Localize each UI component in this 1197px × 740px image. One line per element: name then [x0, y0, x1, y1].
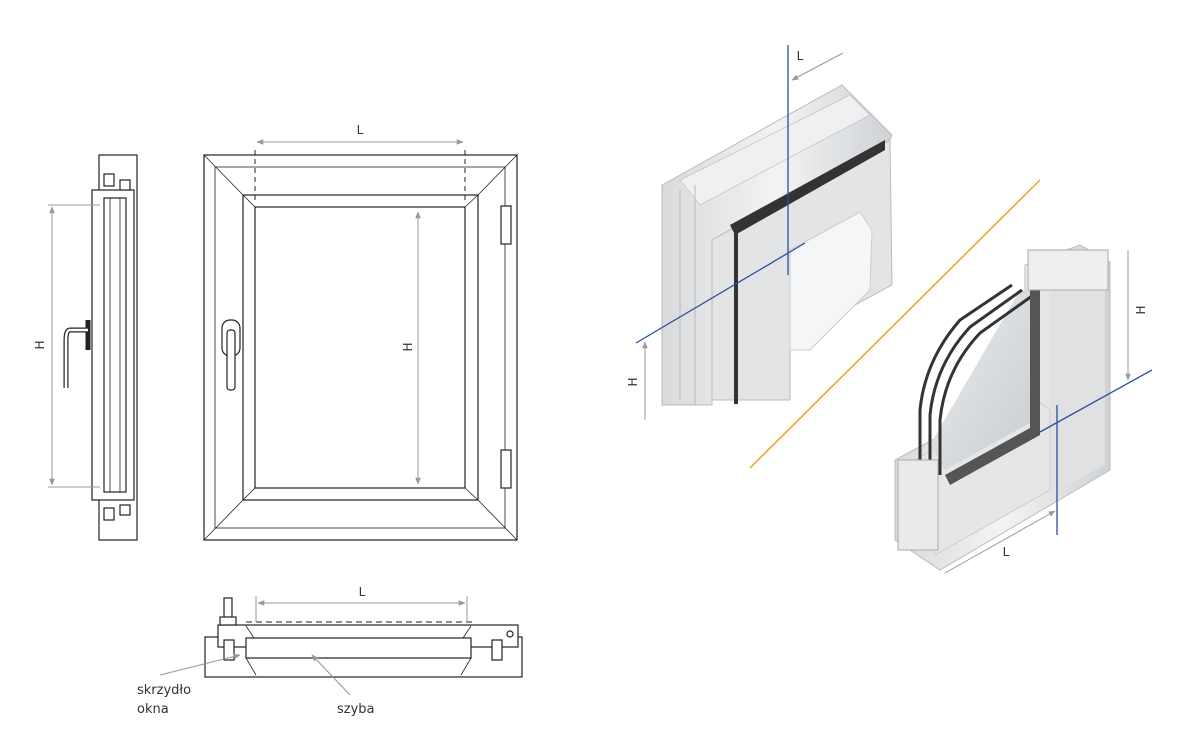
height-label: H [626, 377, 640, 386]
sash-callout-line2: okna [137, 702, 169, 717]
width-label: L [797, 49, 804, 63]
hinge-bottom [500, 449, 512, 489]
front-view: L H [203, 123, 518, 541]
height-label: H [401, 342, 415, 351]
sash-callout-arrow [159, 653, 241, 676]
height-label: H [1134, 305, 1148, 314]
glass-pane [103, 197, 127, 493]
cut-line-horizontal [1039, 369, 1153, 433]
divider-line [749, 179, 1041, 469]
glass-callout: szyba [337, 702, 375, 717]
width-label: L [1003, 545, 1010, 559]
handle-icon [221, 319, 241, 391]
height-label: H [33, 340, 47, 349]
glass [254, 206, 466, 489]
iso-frame-section: L H [626, 45, 893, 420]
hinge-top [500, 205, 512, 245]
sash-callout-line1: skrzydło [137, 683, 191, 698]
width-label: L [359, 585, 366, 599]
cut-line-horizontal [635, 242, 806, 344]
side-section: H [33, 154, 138, 541]
width-label: L [357, 123, 364, 137]
handle-stub [223, 597, 233, 619]
iso-window-section: H L [894, 244, 1153, 574]
glass-callout-arrow [311, 654, 351, 696]
horizontal-section: L skrzydło okna szyba [137, 585, 523, 717]
glass [245, 637, 472, 659]
width-dimension [944, 510, 1056, 574]
width-dimension [791, 52, 844, 81]
